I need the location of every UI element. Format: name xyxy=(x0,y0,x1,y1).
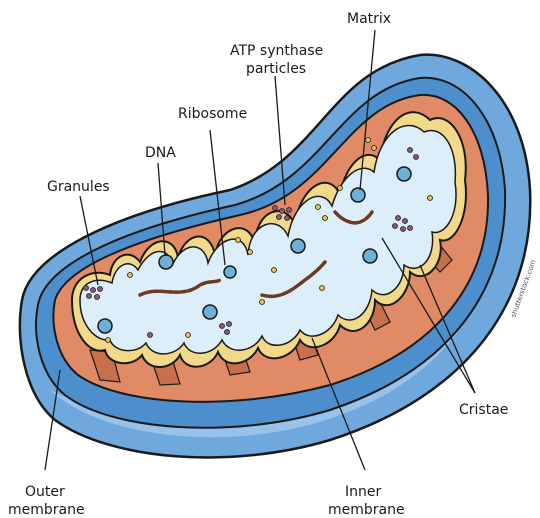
label-granules: Granules xyxy=(47,179,110,195)
label-inner-membrane-line1: Inner xyxy=(345,484,381,500)
label-matrix: Matrix xyxy=(347,11,391,27)
label-outer-membrane-line1: Outer xyxy=(25,484,65,500)
label-atp-synthase-line2: particles xyxy=(246,61,306,77)
label-atp-synthase-line1: ATP synthase xyxy=(230,43,323,59)
label-ribosome: Ribosome xyxy=(178,106,247,122)
label-outer-membrane-line2: membrane xyxy=(8,502,85,518)
label-inner-membrane-line2: membrane xyxy=(328,502,405,518)
label-dna: DNA xyxy=(145,145,176,161)
label-cristae: Cristae xyxy=(459,402,508,418)
